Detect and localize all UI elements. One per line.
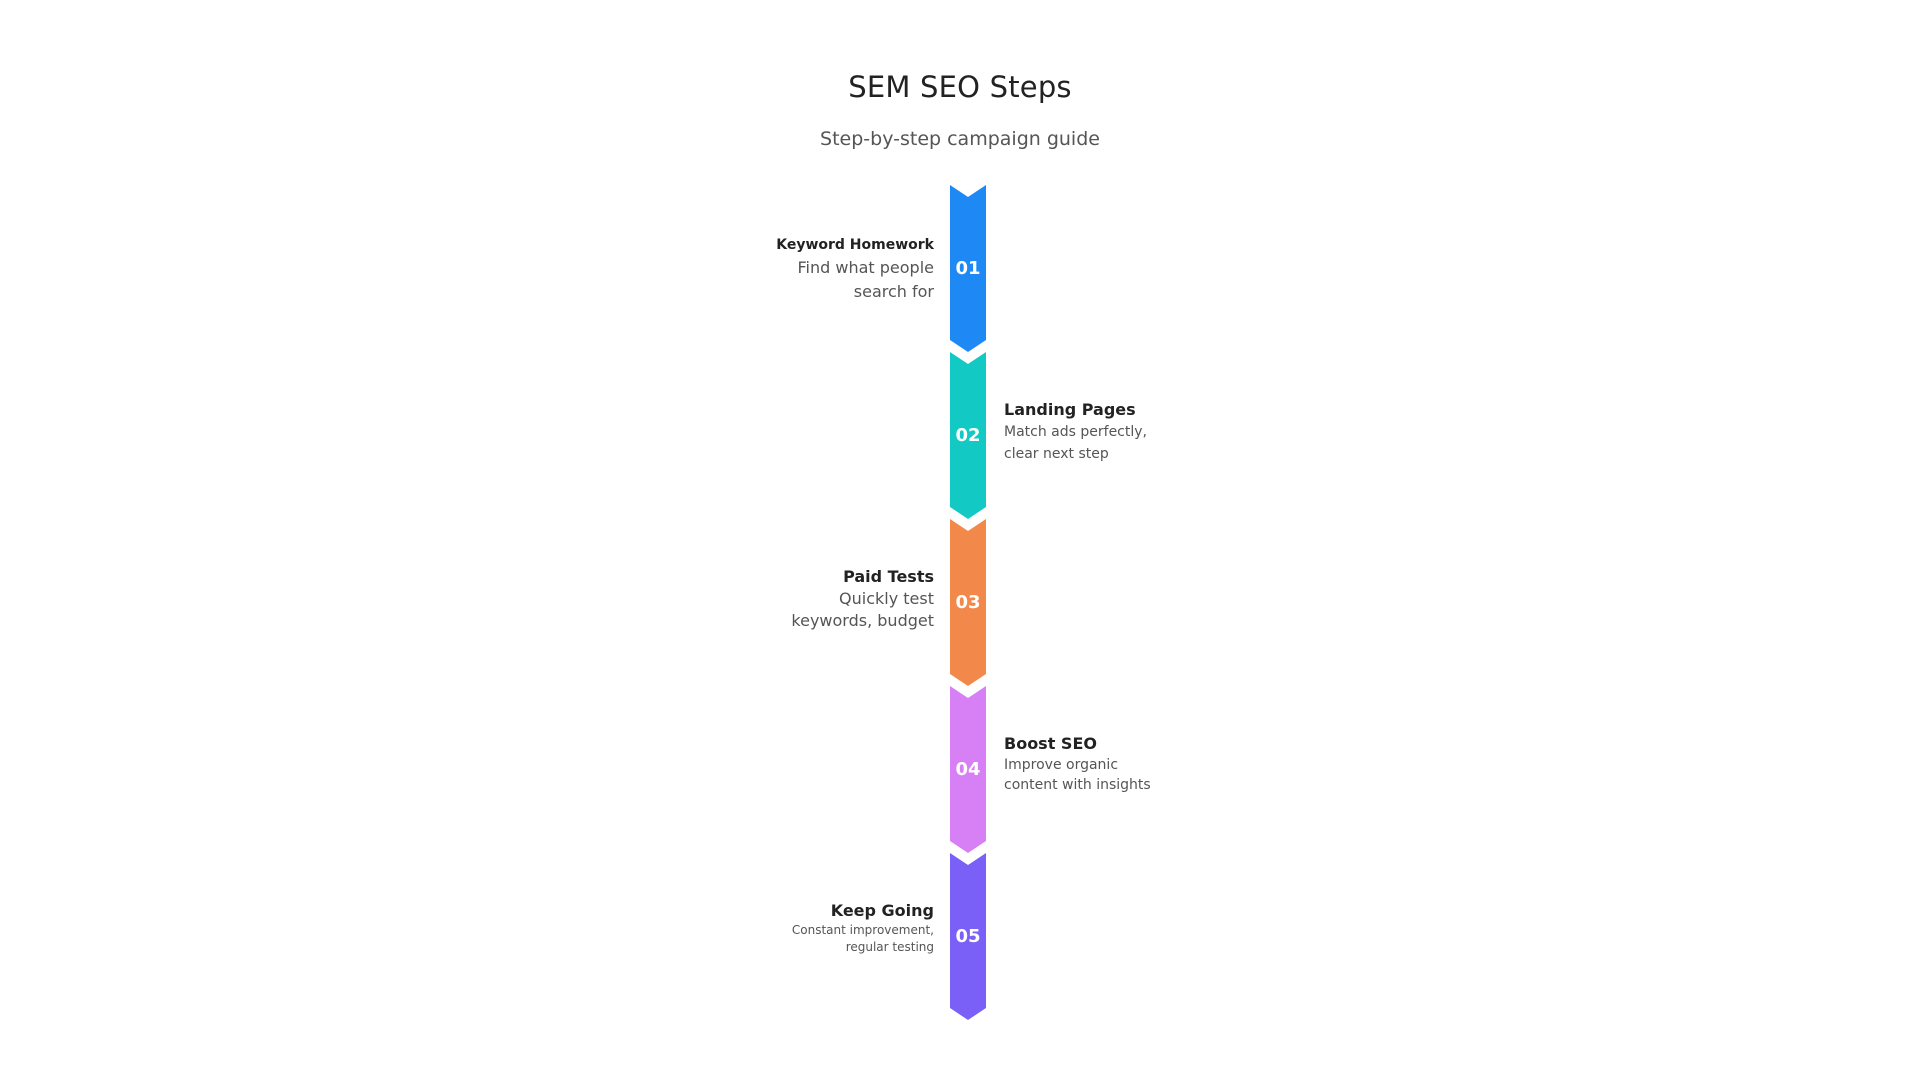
step-arrow-2 xyxy=(950,352,986,519)
step-title-3: Paid Tests xyxy=(843,567,934,586)
step-arrow-3 xyxy=(950,519,986,686)
step-segment-4: 04 xyxy=(950,686,986,853)
step-title-1: Keyword Homework xyxy=(776,237,934,253)
step-number-2: 02 xyxy=(955,425,980,446)
step-text-3: Paid Tests Quickly test keywords, budget xyxy=(734,566,934,632)
step-number-5: 05 xyxy=(955,926,980,947)
step-segment-1: 01 xyxy=(950,185,986,352)
step-segment-2: 02 xyxy=(950,352,986,519)
step-title-5: Keep Going xyxy=(830,901,934,920)
step-text-2: Landing Pages Match ads perfectly, clear… xyxy=(1004,399,1204,465)
step-title-4: Boost SEO xyxy=(1004,734,1097,753)
step-arrow-5 xyxy=(950,853,986,1020)
step-number-3: 03 xyxy=(955,592,980,613)
step-arrow-1 xyxy=(950,185,986,352)
step-number-1: 01 xyxy=(955,258,980,279)
step-description-1: Find what people search for xyxy=(797,258,935,301)
step-description-3: Quickly test keywords, budget xyxy=(791,589,934,630)
step-description-5: Constant improvement, regular testing xyxy=(791,923,934,954)
page-title: SEM SEO Steps xyxy=(848,70,1072,104)
page-subtitle: Step-by-step campaign guide xyxy=(820,128,1100,150)
step-description-4: Improve organic content with insights xyxy=(1004,757,1151,793)
step-title-2: Landing Pages xyxy=(1004,400,1136,419)
step-segment-5: 05 xyxy=(950,853,986,1020)
step-segment-3: 03 xyxy=(950,519,986,686)
step-arrow-4 xyxy=(950,686,986,853)
step-description-2: Match ads perfectly, clear next step xyxy=(1004,424,1147,462)
step-text-4: Boost SEO Improve organic content with i… xyxy=(1004,733,1204,795)
step-text-5: Keep Going Constant improvement, regular… xyxy=(734,900,934,956)
step-text-1: Keyword Homework Find what people search… xyxy=(734,234,934,304)
step-number-4: 04 xyxy=(955,759,980,780)
